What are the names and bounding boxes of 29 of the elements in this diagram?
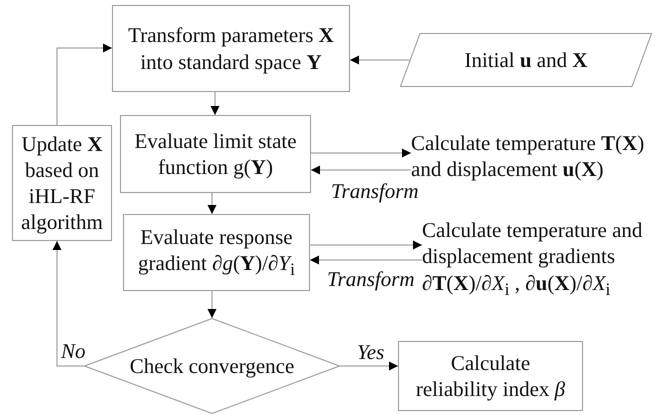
arrow — [208, 290, 216, 318]
node-text: Calculate reliability index β — [416, 350, 566, 402]
arrow — [210, 92, 220, 116]
formula-text: ∂T(X)/∂X$_{i}$ , ∂u(X)/∂X$_{i}$ — [422, 270, 610, 301]
node-text: Evaluate limit state function g(Y) — [133, 128, 298, 180]
node-text: Transform parameters X into standard space Y — [127, 22, 335, 75]
node-text: Calculate temperature T(X) and displacement u(X) — [411, 130, 646, 182]
decision-diamond — [84, 318, 340, 414]
arrow — [310, 166, 412, 174]
process-box — [12, 125, 112, 241]
arrow — [350, 56, 410, 64]
process-box — [112, 5, 350, 92]
node-text: Check convergence — [130, 352, 294, 380]
arrow — [52, 240, 84, 366]
process-box — [123, 214, 310, 291]
process-box — [120, 115, 311, 193]
process-box — [398, 341, 583, 411]
arrow — [310, 256, 422, 264]
arrow — [56, 44, 112, 126]
edge-label: Transform — [326, 268, 416, 292]
node-text: Update X based on iHL-RF algorithm — [20, 130, 104, 236]
input-parallelogram — [400, 33, 652, 87]
arrow — [310, 148, 412, 158]
arrow — [310, 240, 422, 250]
node-text: Initial u and X — [464, 46, 588, 74]
node-text: Evaluate response gradient ∂g(Y)/∂Y$_{i}$ — [137, 224, 296, 282]
edge-label: Transform — [330, 180, 420, 204]
arrow — [340, 362, 398, 370]
arrow — [208, 192, 216, 214]
